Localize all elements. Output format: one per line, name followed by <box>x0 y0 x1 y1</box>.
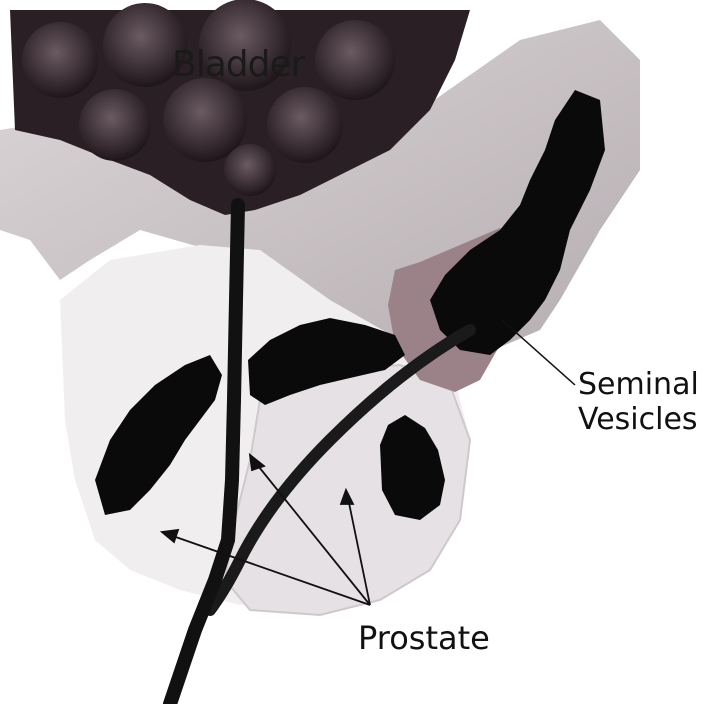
seminal-vesicles-label-line1: Seminal <box>578 368 699 403</box>
seminal-vesicles-label: Seminal Vesicles <box>578 368 699 437</box>
seminal-vesicles-label-line2: Vesicles <box>578 403 699 438</box>
prostate-label: Prostate <box>358 620 490 657</box>
bladder-label: Bladder <box>172 44 304 85</box>
